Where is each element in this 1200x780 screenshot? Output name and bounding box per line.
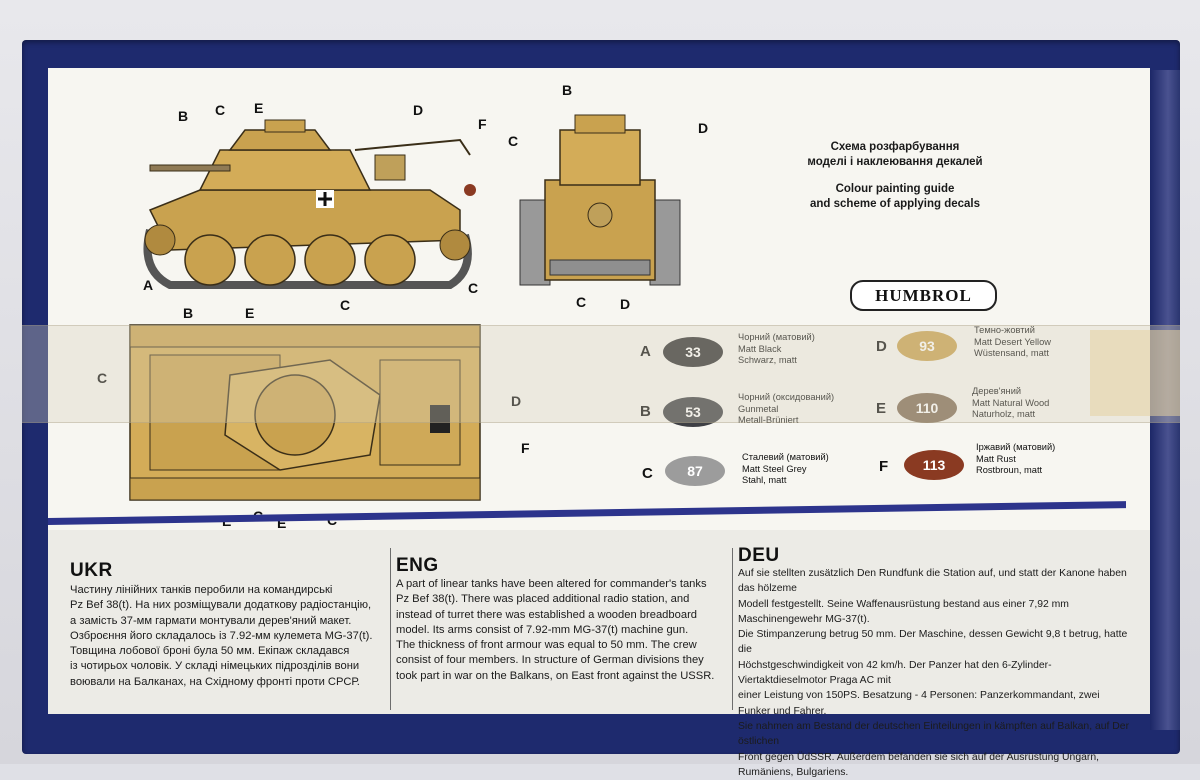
paint-e-letter: E — [876, 400, 887, 417]
paint-c-eng: Matt Steel Grey — [742, 463, 807, 474]
paint-a-deu: Schwarz, matt — [738, 355, 797, 365]
paint-a-swatch: 33 — [663, 337, 723, 367]
guide-title-eng: Colour painting guide and scheme of appl… — [810, 183, 980, 210]
callout-b-front: B — [562, 82, 573, 98]
paint-d-swatch: 93 — [897, 331, 957, 361]
column-separator-2 — [732, 548, 733, 710]
callout-d-front: D — [698, 120, 709, 136]
callout-b-top: B — [183, 305, 194, 321]
paint-e-eng: Matt Natural Wood — [972, 397, 1050, 408]
paint-a-letter: A — [640, 343, 651, 360]
callout-d-front-bottom: D — [620, 296, 631, 312]
paint-f-letter: F — [879, 458, 889, 475]
paint-d-letter: D — [876, 338, 887, 355]
tank-front-view — [519, 114, 681, 286]
paint-d-ukr: Темно-жовтий — [974, 325, 1035, 335]
callout-d-top: D — [511, 393, 522, 409]
callout-c-side: C — [215, 102, 226, 118]
guide-title-ukr: Схема розфарбування моделі і наклеювання… — [807, 141, 983, 168]
paint-f-swatch: 113 — [904, 450, 964, 480]
eng-text: A part of linear tanks have been altered… — [396, 578, 715, 682]
paint-c-letter: C — [642, 465, 653, 482]
packing-tape-end — [1090, 330, 1180, 416]
paint-d-eng: Matt Desert Yellow — [974, 336, 1051, 347]
paint-b-swatch: 53 — [663, 397, 723, 427]
callout-f-side: F — [478, 116, 487, 132]
deu-text: Auf sie stellten zusätzlich Den Rundfunk… — [738, 568, 1130, 778]
paint-c-ukr: Сталевий (матовий) — [742, 452, 829, 462]
paint-e-deu: Naturholz, matt — [972, 409, 1036, 419]
callout-c-side-track: C — [468, 280, 479, 296]
tank-top-view — [129, 324, 481, 501]
paint-a-eng: Matt Black — [738, 343, 782, 354]
paint-c-deu: Stahl, matt — [742, 475, 787, 485]
paint-f-deu: Rostbroun, matt — [976, 465, 1043, 475]
callout-f-top: F — [521, 440, 530, 456]
packing-tape — [22, 325, 1180, 423]
ukr-heading: UKR — [70, 560, 113, 581]
callout-b-side: B — [178, 108, 189, 124]
callout-e-top: E — [245, 305, 255, 321]
paint-b-ukr: Чорний (оксидований) — [738, 392, 835, 402]
ukr-text: Частину лінійних танків перобили на кома… — [70, 584, 373, 688]
paint-c-swatch: 87 — [665, 456, 725, 486]
paint-a-ukr: Чорний (матовий) — [738, 332, 815, 342]
callout-c-front-bottom: C — [576, 294, 587, 310]
paint-f-eng: Matt Rust — [976, 453, 1016, 464]
paint-b-letter: B — [640, 403, 651, 420]
callout-d-side: D — [413, 102, 424, 118]
paint-e-ukr: Дерев'яний — [972, 386, 1022, 396]
eng-heading: ENG — [396, 555, 439, 576]
paint-b-deu: Metall-Brüniert — [738, 415, 799, 425]
callout-c-top: C — [340, 297, 351, 313]
humbrol-logo: HUMBROL — [850, 280, 997, 311]
paint-e-swatch: 110 — [897, 393, 957, 423]
paint-f-ukr: Іржавий (матовий) — [976, 442, 1056, 452]
description-area — [48, 530, 1150, 714]
callout-e-top-bottom-2: E — [277, 515, 287, 531]
callout-e-side: E — [254, 100, 264, 116]
paint-b-eng: Gunmetal — [738, 403, 779, 414]
tank-side-view — [143, 119, 476, 289]
deu-heading: DEU — [738, 545, 780, 566]
callout-c-top-left: C — [97, 370, 108, 386]
column-separator-1 — [390, 548, 391, 710]
callout-c-front: C — [508, 133, 519, 149]
paint-d-deu: Wüstensand, matt — [974, 348, 1049, 358]
callout-a-side: A — [143, 277, 154, 293]
